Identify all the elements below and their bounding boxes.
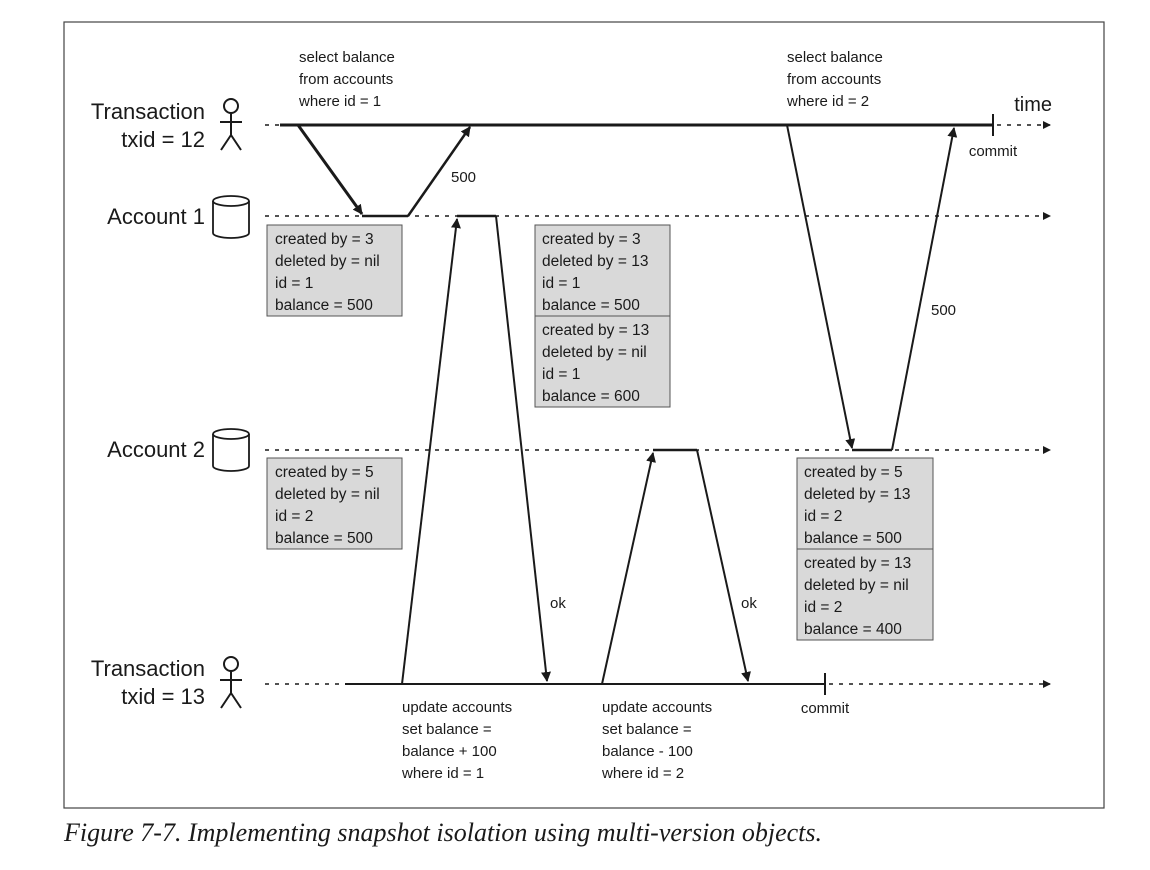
update-account1-ok-arrow bbox=[495, 215, 551, 682]
query-line: select balance bbox=[787, 49, 883, 66]
query-select-account2: select balance from accounts where id = … bbox=[786, 49, 883, 110]
response-ok-account2: ok bbox=[741, 595, 757, 612]
database-icon bbox=[212, 428, 250, 472]
record-line: deleted by = 13 bbox=[542, 253, 648, 270]
lane-label-tx12-line2: txid = 12 bbox=[121, 127, 205, 152]
tx12-commit-label: commit bbox=[969, 143, 1018, 160]
record-line: deleted by = nil bbox=[804, 577, 909, 594]
read-account2-response-arrow bbox=[891, 127, 958, 451]
record-line: balance = 600 bbox=[542, 388, 640, 405]
record-line: balance = 500 bbox=[275, 297, 373, 314]
query-update-account2: update accounts set balance = balance - … bbox=[601, 699, 712, 782]
response-500-account1: 500 bbox=[451, 169, 476, 186]
read-account1-response-arrow bbox=[406, 126, 472, 217]
record-line: created by = 13 bbox=[542, 322, 649, 339]
query-line: update accounts bbox=[402, 699, 512, 716]
record-line: created by = 5 bbox=[804, 464, 903, 481]
lane-label-tx13-line2: txid = 13 bbox=[121, 684, 205, 709]
query-line: where id = 2 bbox=[786, 93, 869, 110]
query-line: set balance = bbox=[602, 721, 692, 738]
record-line: id = 2 bbox=[804, 508, 842, 525]
person-icon bbox=[220, 656, 242, 709]
lane-transaction-13: Transaction txid = 13 commit bbox=[91, 656, 1051, 717]
lane-label-tx12-line1: Transaction bbox=[91, 99, 205, 124]
read-account1-request-arrow bbox=[296, 124, 364, 215]
record-line: id = 1 bbox=[542, 275, 580, 292]
update-account2-request-arrow bbox=[601, 452, 656, 685]
lane-label-account-1: Account 1 bbox=[107, 204, 205, 229]
query-select-account1: select balance from accounts where id = … bbox=[298, 49, 395, 110]
figure-caption: Figure 7-7. Implementing snapshot isolat… bbox=[64, 818, 823, 847]
query-line: balance + 100 bbox=[402, 743, 497, 760]
record-line: balance = 500 bbox=[804, 530, 902, 547]
query-line: update accounts bbox=[602, 699, 712, 716]
read-account2-request-arrow bbox=[786, 124, 856, 449]
record-line: deleted by = nil bbox=[275, 253, 380, 270]
record-line: balance = 500 bbox=[275, 530, 373, 547]
query-line: from accounts bbox=[787, 71, 881, 88]
query-line: where id = 1 bbox=[298, 93, 381, 110]
record-line: created by = 3 bbox=[275, 231, 374, 248]
database-icon bbox=[212, 195, 250, 239]
query-line: where id = 2 bbox=[601, 765, 684, 782]
query-line: where id = 1 bbox=[401, 765, 484, 782]
record-line: deleted by = nil bbox=[275, 486, 380, 503]
person-icon bbox=[220, 98, 242, 151]
record-line: id = 2 bbox=[275, 508, 313, 525]
record-account1-old-version: created by = 3 deleted by = 13 id = 1 ba… bbox=[534, 224, 671, 317]
record-account1-initial: created by = 3 deleted by = nil id = 1 b… bbox=[266, 224, 403, 317]
record-line: id = 2 bbox=[804, 599, 842, 616]
update-account2-ok-arrow bbox=[696, 449, 751, 682]
record-line: created by = 3 bbox=[542, 231, 641, 248]
record-account2-initial: created by = 5 deleted by = nil id = 2 b… bbox=[266, 457, 403, 550]
record-line: deleted by = 13 bbox=[804, 486, 910, 503]
update-account1-request-arrow bbox=[401, 218, 461, 685]
record-line: balance = 400 bbox=[804, 621, 902, 638]
lane-label-account-2: Account 2 bbox=[107, 437, 205, 462]
query-line: set balance = bbox=[402, 721, 492, 738]
record-line: created by = 13 bbox=[804, 555, 911, 572]
response-ok-account1: ok bbox=[550, 595, 566, 612]
query-line: balance - 100 bbox=[602, 743, 693, 760]
query-update-account1: update accounts set balance = balance + … bbox=[401, 699, 512, 782]
record-account2-old-version: created by = 5 deleted by = 13 id = 2 ba… bbox=[796, 457, 934, 550]
record-line: deleted by = nil bbox=[542, 344, 647, 361]
time-label: time bbox=[1014, 94, 1052, 116]
record-line: created by = 5 bbox=[275, 464, 374, 481]
response-500-account2: 500 bbox=[931, 302, 956, 319]
record-line: balance = 500 bbox=[542, 297, 640, 314]
diagram-frame bbox=[63, 21, 1105, 809]
query-line: from accounts bbox=[299, 71, 393, 88]
record-account2-new-version: created by = 13 deleted by = nil id = 2 … bbox=[796, 548, 934, 641]
query-line: select balance bbox=[299, 49, 395, 66]
lane-label-tx13-line1: Transaction bbox=[91, 656, 205, 681]
record-account1-new-version: created by = 13 deleted by = nil id = 1 … bbox=[534, 315, 671, 408]
record-line: id = 1 bbox=[275, 275, 313, 292]
lane-transaction-12: Transaction txid = 12 time commit bbox=[91, 94, 1052, 160]
tx13-commit-label: commit bbox=[801, 700, 850, 717]
record-line: id = 1 bbox=[542, 366, 580, 383]
